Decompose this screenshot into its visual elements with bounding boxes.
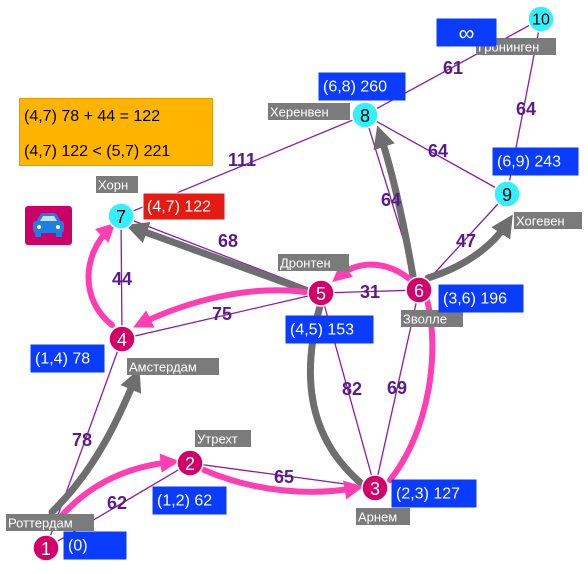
city-label-2: Утрехт [197,432,238,447]
edge-weight-8-10: 61 [443,58,463,78]
city-label-7: Хорн [98,178,128,193]
distance-label-bg-1 [63,531,127,560]
node-5[interactable] [307,279,335,307]
edge-weight-5-7: 68 [218,231,238,251]
edge-weight-1-2: 62 [107,493,127,513]
node-number-3: 3 [370,479,380,499]
path-pink-1-2 [55,453,180,523]
distance-label-bg-2 [152,486,227,515]
distance-label-layer: (0) (1,2) 62 (2,3) 127 (1,4) 78 (4,5) 153 (3,… [30,18,579,560]
edge-weight-7-8: 111 [228,150,256,170]
edge-weight-4-5: 75 [212,304,232,324]
path-pink-4-7 [85,222,116,328]
distance-label-bg-9 [492,147,579,176]
distance-label-7: (4,7) 122 [147,199,211,216]
node-4[interactable] [108,325,136,353]
distance-label-2: (1,2) 62 [157,493,212,510]
node-number-8: 8 [360,106,370,126]
path-gray-6-9 [424,214,513,282]
city-label-6: Зволле [403,312,447,327]
node-number-4: 4 [117,330,127,350]
distance-label-5: (4,5) 153 [290,322,354,339]
edge-weight-5-6: 31 [360,282,380,302]
node-number-1: 1 [41,539,51,559]
node-number-7: 7 [116,207,126,227]
edge-weight-9-10: 64 [516,99,536,119]
edge-1-4 [45,338,123,549]
path-layer [48,125,513,523]
edge-weight-2-3: 65 [274,467,294,487]
distance-label-4: (1,4) 78 [35,351,90,368]
node-2[interactable] [176,449,204,477]
info-line-2: (4,7) 122 < (5,7) 221 [24,143,171,160]
distance-label-1: (0) [68,538,88,555]
edge-4-5 [121,292,322,340]
distance-label-10: ∞ [459,21,475,46]
node-6[interactable] [405,276,433,304]
city-label-bg-9 [514,212,582,229]
node-8[interactable] [351,101,379,129]
distance-label-9: (6,9) 243 [497,154,561,171]
distance-label-bg-10 [436,18,497,47]
distance-label-bg-6 [438,284,524,313]
distance-label-3: (2,3) 127 [396,486,460,503]
city-label-8: Херенвен [270,105,329,120]
path-gray-1-4 [48,368,142,516]
city-label-bg-8 [268,103,350,120]
city-label-bg-3 [356,508,410,525]
node-10[interactable] [527,5,555,33]
node-3[interactable] [361,474,389,502]
node-number-2: 2 [185,454,195,474]
path-pink-6-5 [332,261,415,284]
path-pink-2-3 [201,467,364,500]
path-pink-5-4 [133,287,308,328]
city-label-bg-4 [127,358,219,375]
city-label-1: Роттердам [8,516,73,531]
node-number-9: 9 [502,185,512,205]
edge-weight-3-6: 69 [387,378,407,398]
distance-label-bg-4 [30,344,105,373]
city-label-4: Амстердам [129,360,197,375]
distance-label-bg-5 [285,315,374,344]
node-7[interactable] [107,202,135,230]
city-label-5: Дронтен [280,256,331,271]
city-label-bg-6 [401,310,463,327]
distance-label-8: (6,8) 260 [323,79,387,96]
edge-weight-6-8: 64 [381,190,401,210]
city-label-bg-7 [96,176,138,193]
node-number-5: 5 [316,284,326,304]
edge-weight-3-5: 82 [342,379,362,399]
city-label-bg-2 [195,430,251,447]
distance-label-bg-3 [391,479,477,508]
node-number-6: 6 [414,281,424,301]
car-icon [25,206,72,245]
edge-5-6 [320,289,420,294]
edge-weight-4-7: 44 [112,269,132,289]
info-box: (4,7) 78 + 44 = 122 (4,7) 122 < (5,7) 22… [19,98,213,166]
edge-weight-6-9: 47 [456,231,476,251]
node-9[interactable] [493,180,521,208]
distance-label-6: (3,6) 196 [443,291,507,308]
edge-weight-1-4: 78 [72,430,92,450]
edge-weight-8-9: 64 [428,141,448,161]
distance-label-bg-7 [142,192,226,221]
node-number-10: 10 [532,12,550,29]
path-gray-5-7 [125,221,312,295]
city-label-bg-5 [278,254,349,271]
city-label-9: Хогевен [516,214,565,229]
distance-label-bg-8 [318,72,406,101]
edge-4-7 [120,215,123,340]
city-label-bg-1 [6,514,94,531]
path-gray-6-8 [373,125,417,280]
city-label-3: Арнем [358,510,397,525]
info-line-1: (4,7) 78 + 44 = 122 [24,108,161,125]
node-1[interactable] [32,534,60,562]
